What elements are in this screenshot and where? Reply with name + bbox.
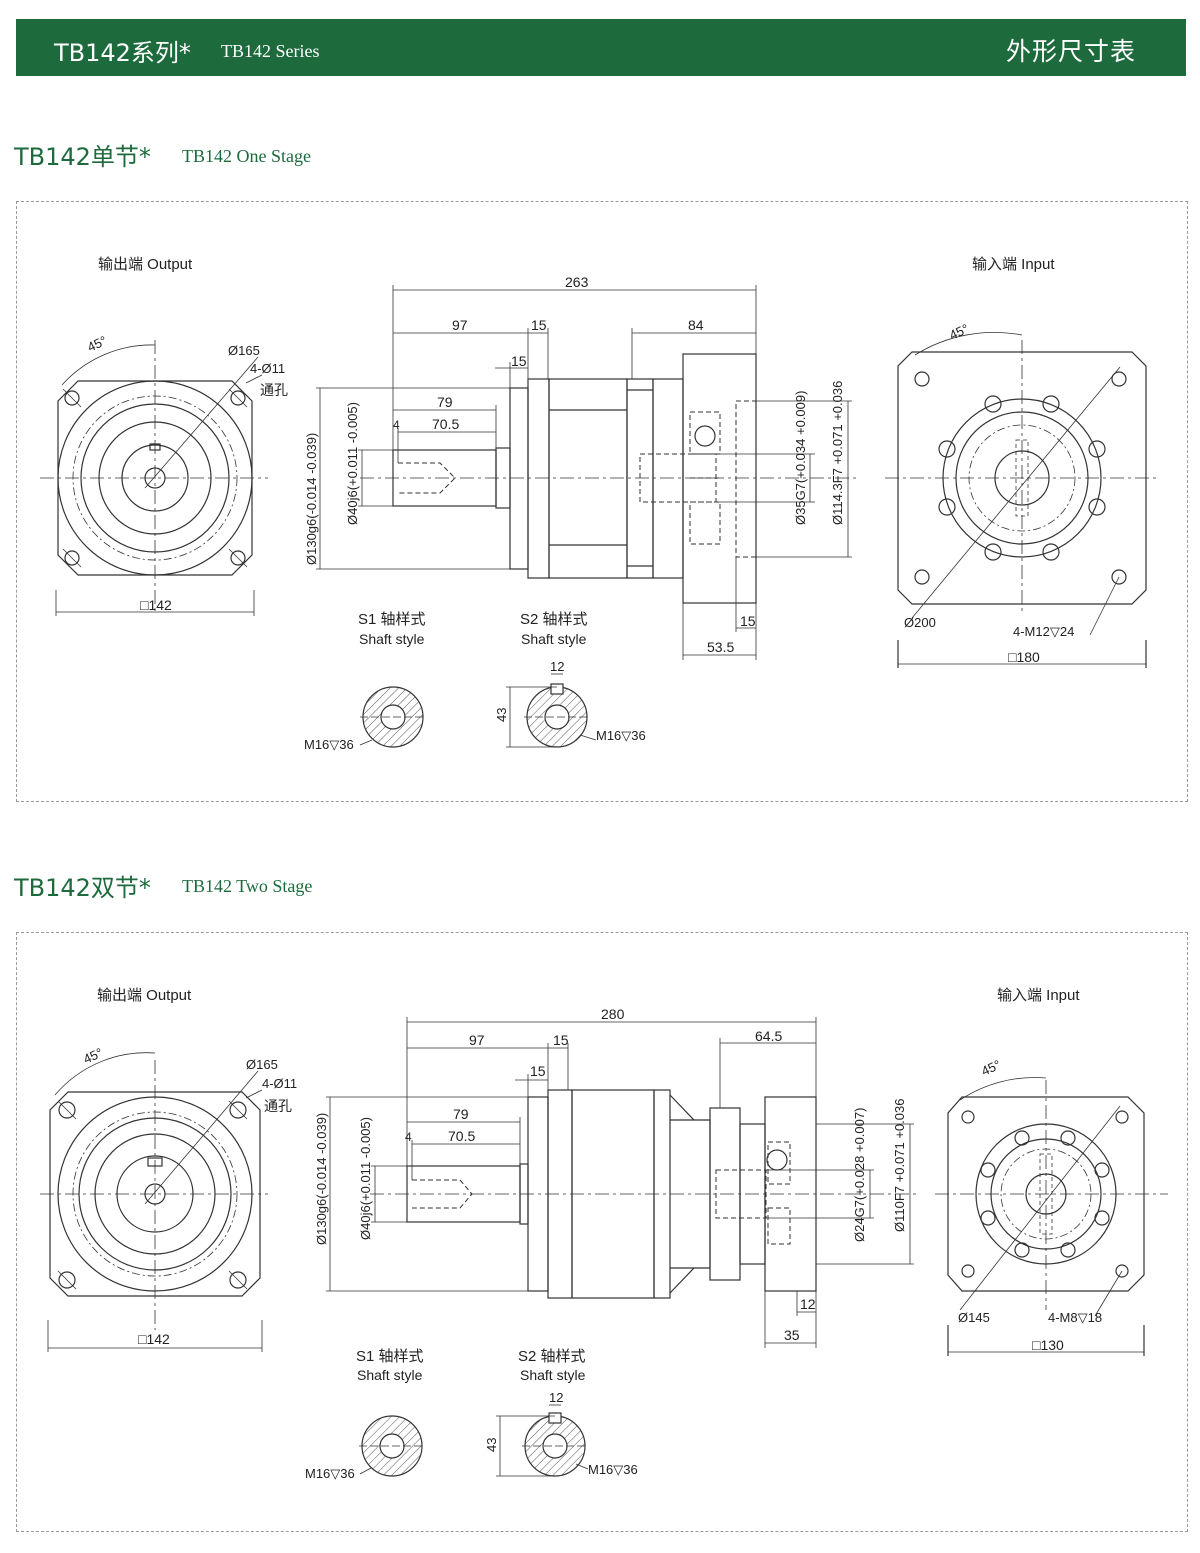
one-output-view <box>40 340 268 616</box>
one-shaft-s1 <box>359 686 426 748</box>
one-dim-53: 53.5 <box>707 639 734 655</box>
one-dim-4: 4 <box>393 418 400 432</box>
two-out-angle: 45° <box>81 1045 105 1067</box>
two-s1-label: M16▽36 <box>305 1466 355 1481</box>
one-out-square: □142 <box>140 597 172 613</box>
one-stage-panel <box>16 201 1188 802</box>
two-in-square: □130 <box>1032 1337 1064 1353</box>
one-out-pcd: Ø165 <box>228 343 260 358</box>
two-out-pcd: Ø165 <box>246 1057 278 1072</box>
two-stage-subtitle: TB142 Two Stage <box>182 876 313 896</box>
one-s2-sub: Shaft style <box>521 631 587 647</box>
two-s2-h: 43 <box>484 1438 499 1452</box>
two-out-holes: 4-Ø11 <box>262 1076 297 1091</box>
two-dim-40: Ø40j6(+0.011 -0.005) <box>358 1117 373 1240</box>
one-dim-130: Ø130g6(-0.014 -0.039) <box>304 433 319 565</box>
one-side-view <box>316 285 860 660</box>
one-s2-h: 43 <box>494 708 509 722</box>
one-dim-114: Ø114.3F7 +0.071 +0.036 <box>830 381 845 525</box>
two-dim-79: 79 <box>453 1106 469 1122</box>
two-dim-15a: 15 <box>553 1032 569 1048</box>
one-dim-40: Ø40j6(+0.011 -0.005) <box>345 402 360 525</box>
one-input-view <box>885 332 1160 668</box>
two-s2-label: M16▽36 <box>588 1462 638 1477</box>
two-dim-total: 280 <box>601 1006 625 1022</box>
two-dim-97: 97 <box>469 1032 485 1048</box>
one-in-pcd: Ø200 <box>904 615 936 630</box>
two-s2-sub: Shaft style <box>520 1367 586 1383</box>
one-dim-total: 263 <box>565 274 589 290</box>
one-dim-97: 97 <box>452 317 468 333</box>
two-in-pcd: Ø145 <box>958 1310 990 1325</box>
two-s1-title: S1 轴样式 <box>356 1348 424 1365</box>
two-s1-sub: Shaft style <box>357 1367 423 1383</box>
header-right-title: 外形尺寸表 <box>1005 37 1136 66</box>
two-dim-15b: 15 <box>530 1063 546 1079</box>
two-stage-panel <box>16 932 1188 1532</box>
two-input-label: 输入端 Input <box>997 987 1080 1004</box>
two-dim-4: 4 <box>405 1130 412 1144</box>
one-out-holes: 4-Ø11 <box>250 361 285 376</box>
two-s2-w: 12 <box>549 1390 563 1405</box>
two-dim-64: 64.5 <box>755 1028 782 1044</box>
two-shaft-s2 <box>496 1404 589 1477</box>
two-dim-12: 12 <box>800 1296 816 1312</box>
two-in-angle: 45° <box>979 1057 1003 1079</box>
one-s2-w: 12 <box>550 659 564 674</box>
two-out-through: 通孔 <box>264 1098 292 1114</box>
one-s1-sub: Shaft style <box>359 631 425 647</box>
one-dim-79: 79 <box>437 394 453 410</box>
one-dim-15a: 15 <box>531 317 547 333</box>
header-bar: TB142系列* TB142 Series 外形尺寸表 <box>16 19 1186 76</box>
one-dim-15c: 15 <box>740 613 756 629</box>
two-side-view <box>326 1017 920 1348</box>
two-stage-title: TB142双节* <box>14 874 151 902</box>
two-s2-title: S2 轴样式 <box>518 1348 586 1365</box>
one-s1-title: S1 轴样式 <box>358 611 426 628</box>
two-dim-70: 70.5 <box>448 1128 475 1144</box>
header-subtitle: TB142 Series <box>221 41 320 61</box>
header-title: TB142系列* <box>54 39 191 67</box>
one-shaft-s2 <box>506 673 597 748</box>
one-dim-15b: 15 <box>511 353 527 369</box>
one-dim-35: Ø35G7(+0.034 +0.009) <box>793 391 808 525</box>
two-input-view <box>935 1077 1168 1356</box>
two-output-view <box>40 1052 268 1352</box>
one-in-thread: 4-M12▽24 <box>1013 624 1074 639</box>
one-dim-70: 70.5 <box>432 416 459 432</box>
two-output-label: 输出端 Output <box>97 987 192 1004</box>
two-dim-110: Ø110F7 +0.071 +0.036 <box>892 1099 907 1232</box>
one-s1-label: M16▽36 <box>304 737 354 752</box>
one-dim-84: 84 <box>688 317 704 333</box>
two-in-thread: 4-M8▽18 <box>1048 1310 1102 1325</box>
one-stage-subtitle: TB142 One Stage <box>182 146 311 166</box>
two-dim-35: 35 <box>784 1327 800 1343</box>
one-input-label: 输入端 Input <box>972 256 1055 273</box>
two-out-square: □142 <box>138 1331 170 1347</box>
one-s2-label: M16▽36 <box>596 728 646 743</box>
two-shaft-s1 <box>359 1415 425 1477</box>
one-out-through: 通孔 <box>260 382 288 398</box>
two-dim-130: Ø130g6(-0.014 -0.039) <box>314 1113 329 1245</box>
one-in-square: □180 <box>1008 649 1040 665</box>
one-s2-title: S2 轴样式 <box>520 611 588 628</box>
one-output-label: 输出端 Output <box>98 256 193 273</box>
one-stage-title: TB142单节* <box>14 143 151 171</box>
two-dim-24: Ø24G7(+0.028 +0.007) <box>852 1108 867 1242</box>
